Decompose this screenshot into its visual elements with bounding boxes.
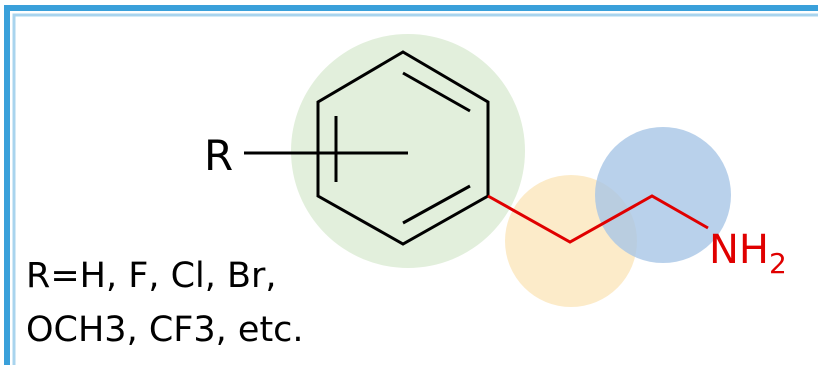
caption-line-1: R=H, F, Cl, Br, bbox=[26, 256, 277, 296]
substituent-label: R bbox=[204, 131, 233, 180]
benzene-ring bbox=[316, 50, 490, 246]
caption-line-2: OCH3, CF3, etc. bbox=[26, 310, 304, 350]
outer-frame bbox=[4, 5, 818, 370]
ring-double-bond-bottom bbox=[402, 184, 471, 225]
inner-frame bbox=[12, 13, 818, 370]
ring-highlight-circle bbox=[291, 34, 525, 268]
amine-label: NH2 bbox=[709, 227, 787, 280]
amine-label-subscript: 2 bbox=[769, 247, 787, 280]
ethylamine-chain-bond bbox=[487, 194, 709, 244]
amine-label-main: NH bbox=[709, 227, 769, 273]
ring-double-bond-top bbox=[402, 71, 471, 113]
amine-highlight-circle bbox=[595, 127, 731, 263]
